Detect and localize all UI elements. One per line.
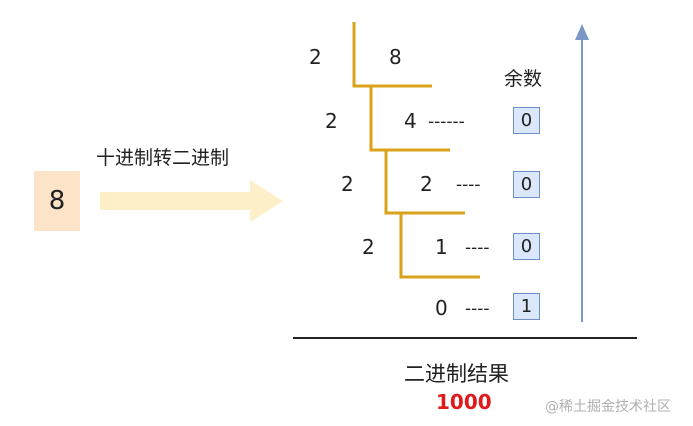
result-label: 二进制结果 (404, 362, 509, 386)
step-value: 4 (404, 109, 417, 133)
step-dashes: ---- (456, 175, 481, 195)
result-value: 1000 (436, 390, 492, 414)
decimal-input-value: 8 (48, 186, 66, 216)
remainder-header: 余数 (504, 68, 543, 90)
remainder-value: 0 (520, 174, 533, 195)
step-value: 2 (420, 172, 433, 196)
remainder-box: 0 (513, 107, 540, 134)
step-divisor: 2 (309, 45, 322, 69)
up-arrow-head (575, 24, 589, 40)
remainder-box: 0 (513, 171, 540, 198)
step-divisor: 2 (362, 235, 375, 259)
remainder-value: 0 (520, 110, 533, 131)
step-divisor: 2 (325, 109, 338, 133)
conversion-label: 十进制转二进制 (96, 147, 230, 169)
decimal-input-box: 8 (34, 171, 80, 231)
step-value: 0 (435, 296, 448, 320)
remainder-box: 1 (513, 293, 540, 320)
remainder-box: 0 (513, 233, 540, 260)
remainder-value: 1 (520, 296, 533, 317)
remainder-value: 0 (520, 236, 533, 257)
conversion-arrow (100, 180, 283, 222)
watermark: @稀土掘金技术社区 (545, 399, 671, 415)
step-value: 8 (389, 45, 402, 69)
step-dashes: ---- (465, 299, 490, 319)
step-dashes: ---- (465, 238, 490, 258)
step-dashes: ------ (428, 112, 465, 132)
step-divisor: 2 (341, 172, 354, 196)
division-bracket (352, 22, 480, 279)
step-value: 1 (435, 235, 448, 259)
